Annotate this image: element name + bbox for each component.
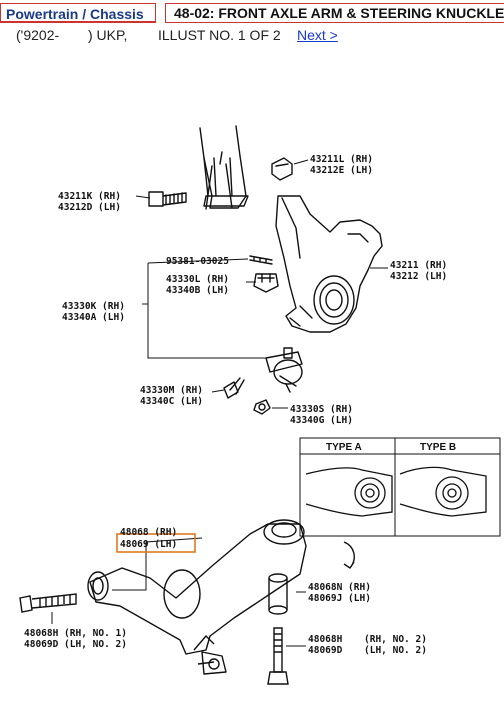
- label-43330m[interactable]: 43330M (RH): [140, 385, 203, 396]
- castle-nut-drawing: [253, 273, 279, 293]
- illustration-number: ILLUST NO. 1 OF 2: [158, 27, 281, 43]
- label-48069d-left[interactable]: 48069D (LH, NO. 2): [24, 639, 127, 650]
- label-48069d-right-note: (LH, NO. 2): [364, 645, 427, 656]
- bolt-48068h-left-drawing: [19, 593, 77, 613]
- parts-diagram: 43211L (RH) 43212E (LH) 43211K (RH) 4321…: [0, 46, 504, 718]
- nut-43211l-drawing: [271, 157, 293, 181]
- label-43212[interactable]: 43212 (LH): [390, 271, 447, 282]
- shock-absorber-drawing: [199, 125, 249, 210]
- cotter-pin-drawing: [249, 255, 273, 265]
- label-43330s[interactable]: 43330S (RH): [290, 404, 353, 415]
- date-range: ('9202-: [16, 27, 60, 43]
- bolt-43211k-drawing: [148, 191, 187, 207]
- part-labels: 43211L (RH) 43212E (LH) 43211K (RH) 4321…: [24, 154, 456, 656]
- label-48068h-right[interactable]: 48068H: [308, 634, 343, 645]
- steering-knuckle-drawing: [275, 195, 383, 333]
- tab-category[interactable]: Powertrain / Chassis: [0, 3, 156, 23]
- leader-lines: [51, 159, 388, 647]
- label-43330l[interactable]: 43330L (RH): [166, 274, 229, 285]
- ball-joint-drawing: [265, 347, 303, 393]
- label-48068h-left[interactable]: 48068H (RH, NO. 1): [24, 628, 127, 639]
- label-43211k[interactable]: 43211K (RH): [58, 191, 121, 202]
- label-43212d[interactable]: 43212D (LH): [58, 202, 121, 213]
- label-43330k[interactable]: 43330K (RH): [62, 301, 125, 312]
- illustration-info: ('9202- ) UKP, ILLUST NO. 1 OF 2 Next >: [0, 27, 504, 45]
- type-b-label: TYPE B: [420, 442, 456, 453]
- bushing-48068n-drawing: [268, 573, 288, 615]
- bolt-43330m-drawing: [223, 377, 245, 399]
- label-43340b[interactable]: 43340B (LH): [166, 285, 229, 296]
- tab-bar: Powertrain / Chassis 48-02: FRONT AXLE A…: [0, 0, 504, 26]
- bolt-48068h-right-drawing: [267, 627, 289, 685]
- label-48068n[interactable]: 48068N (RH): [308, 582, 371, 593]
- label-43340c[interactable]: 43340C (LH): [140, 396, 203, 407]
- tab-section-title[interactable]: 48-02: FRONT AXLE ARM & STEERING KNUCKLE: [165, 3, 504, 23]
- selected-part-highlight: [116, 533, 196, 553]
- label-95381[interactable]: 95381-03025: [166, 256, 229, 267]
- label-48068[interactable]: 48068 (RH): [120, 527, 177, 538]
- label-43212e[interactable]: 43212E (LH): [310, 165, 373, 176]
- type-inset-box: [299, 437, 501, 537]
- exploded-view-drawing: 43211L (RH) 43212E (LH) 43211K (RH) 4321…: [19, 125, 501, 685]
- label-48068h-right-note: (RH, NO. 2): [364, 634, 427, 645]
- label-43211[interactable]: 43211 (RH): [390, 260, 447, 271]
- nut-43330s-drawing: [253, 399, 271, 415]
- lower-arm-drawing: [87, 519, 355, 675]
- label-48069d-right[interactable]: 48069D: [308, 645, 343, 656]
- label-43211l[interactable]: 43211L (RH): [310, 154, 373, 165]
- type-a-label: TYPE A: [326, 442, 362, 453]
- model-code: ) UKP,: [88, 27, 128, 43]
- label-48069[interactable]: 48069 (LH): [120, 539, 177, 550]
- label-43340g[interactable]: 43340G (LH): [290, 415, 353, 426]
- label-48069j[interactable]: 48069J (LH): [308, 593, 371, 604]
- label-43340a[interactable]: 43340A (LH): [62, 312, 125, 323]
- next-illustration-link[interactable]: Next >: [297, 27, 338, 43]
